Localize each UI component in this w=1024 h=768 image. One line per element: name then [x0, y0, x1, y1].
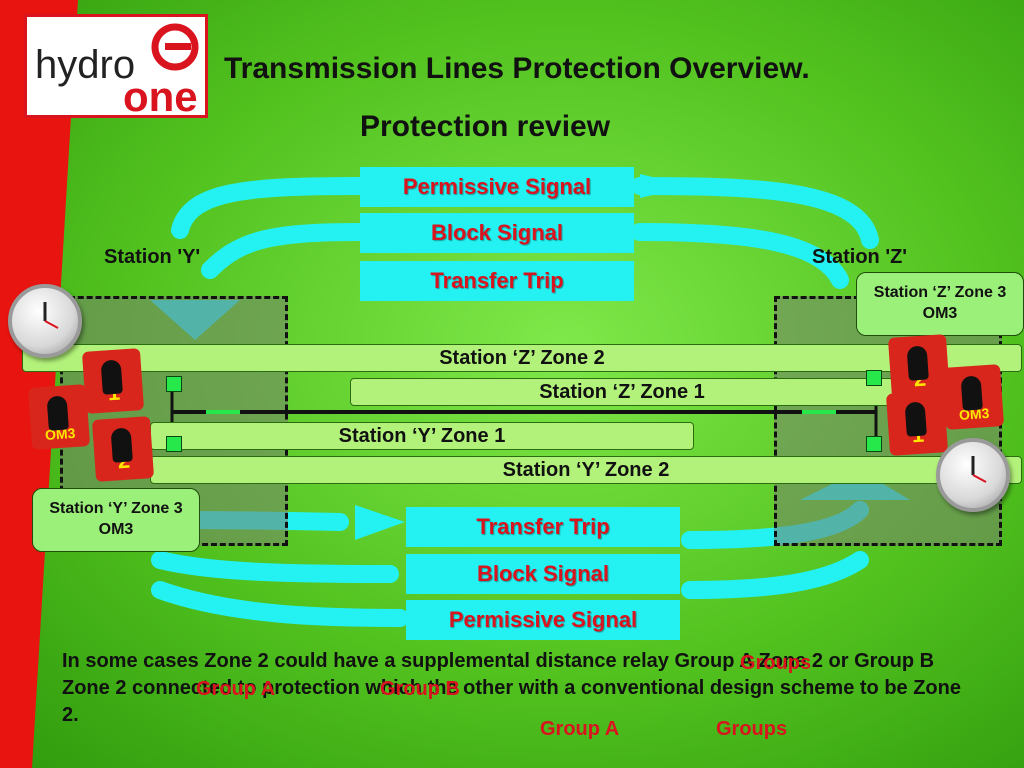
relay-z-1: 1 [885, 390, 949, 456]
station-z-zone-1-bar: Station ‘Z’ Zone 1 [350, 378, 894, 406]
station-y-zone-2-bar: Station ‘Y’ Zone 2 [150, 456, 1022, 484]
station-y-label: Station 'Y' [104, 246, 201, 268]
relay-y-2: 2 [91, 416, 155, 482]
top-block-signal: Block Signal [360, 213, 634, 253]
station-y-zone3-callout: Station ‘Y’ Zone 3 OM3 [32, 488, 200, 552]
station-y-zone-2-label: Station ‘Y’ Zone 2 [502, 458, 670, 481]
overlay-group-a-1: Group A [196, 678, 276, 700]
relay-figure-icon [46, 395, 69, 431]
top-transfer-trip: Transfer Trip [360, 261, 634, 301]
overlay-groups-1: Groups [740, 652, 812, 674]
top-permissive-signal: Permissive Signal [360, 167, 634, 207]
station-z-label: Station 'Z' [812, 246, 908, 268]
bottom-description: In some cases Zone 2 could have a supple… [62, 650, 961, 726]
relay-figure-icon [110, 427, 133, 463]
relay-figure-icon [904, 401, 927, 437]
clock-icon [8, 284, 82, 358]
clock-hands-icon [43, 302, 59, 329]
clock-hands-icon [971, 456, 987, 483]
logo-one-text: one [123, 73, 198, 120]
relay-figure-icon [906, 345, 929, 381]
breaker-z-top [866, 370, 882, 386]
hydro-one-logo: hydro one [24, 14, 208, 120]
bottom-transfer-trip: Transfer Trip [406, 507, 680, 547]
page-title: Transmission Lines Protection Overview. [224, 52, 810, 85]
station-y-zone-1-label: Station ‘Y’ Zone 1 [338, 424, 506, 447]
bottom-permissive-signal: Permissive Signal [406, 600, 680, 640]
logo-e-icon [151, 23, 199, 71]
overlay-group-a-2: Group A [540, 718, 620, 740]
breaker-y-top [166, 376, 182, 392]
relay-y-1: 1 [81, 348, 145, 414]
page-subtitle: Protection review [360, 110, 611, 143]
station-z-zone-2-label: Station ‘Z’ Zone 2 [439, 346, 605, 369]
overlay-groups-2: Groups [716, 718, 788, 740]
station-z-zone3-callout: Station ‘Z’ Zone 3 OM3 [856, 272, 1024, 336]
station-z-zone-2-bar: Station ‘Z’ Zone 2 [22, 344, 1022, 372]
relay-z-om3: OM3 [941, 364, 1005, 430]
breaker-z-bottom [866, 436, 882, 452]
relay-figure-icon [960, 375, 983, 411]
bottom-block-signal: Block Signal [406, 554, 680, 594]
overlay-group-b-1: Group B [380, 678, 460, 700]
station-z-zone-1-label: Station ‘Z’ Zone 1 [539, 380, 705, 403]
relay-figure-icon [100, 359, 123, 395]
logo-hydro-text: hydro [35, 43, 136, 87]
clock-icon [936, 438, 1010, 512]
breaker-y-bottom [166, 436, 182, 452]
red-stripe [0, 0, 78, 768]
relay-y-om3: OM3 [27, 384, 91, 450]
station-y-zone-1-bar: Station ‘Y’ Zone 1 [150, 422, 694, 450]
